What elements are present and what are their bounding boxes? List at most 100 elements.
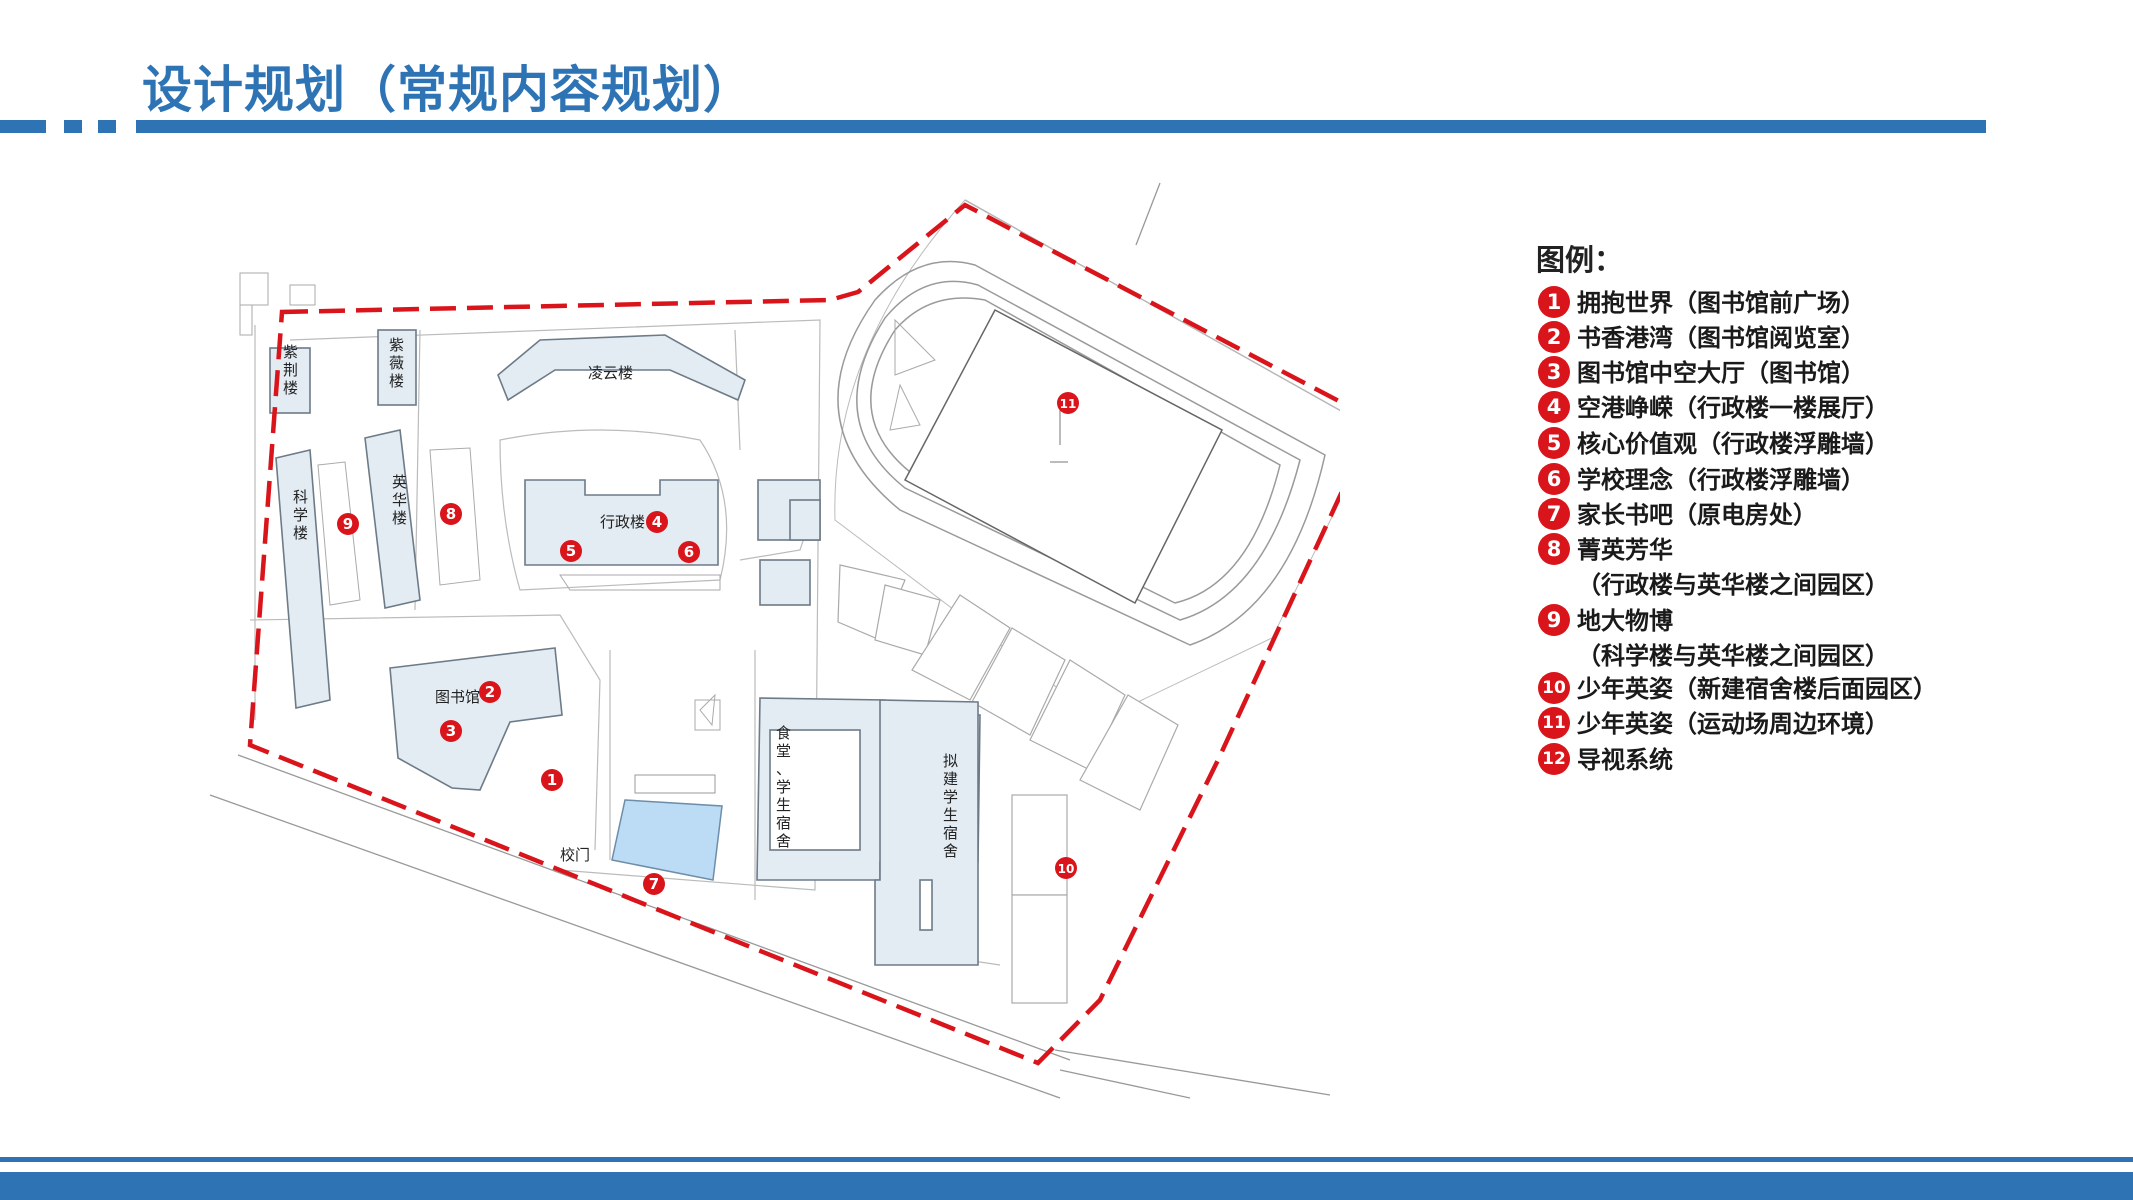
marker-1: 1 bbox=[541, 769, 563, 791]
running-track bbox=[834, 199, 1340, 721]
marker-6: 6 bbox=[678, 541, 700, 563]
svg-text:英华楼: 英华楼 bbox=[392, 473, 407, 527]
label-xingzheng: 行政楼 bbox=[600, 513, 645, 531]
legend-item-label: 图书馆中空大厅（图书馆） bbox=[1577, 359, 1865, 387]
legend-number-badge: 8 bbox=[1538, 533, 1570, 565]
legend-item-9: 9 地大物博 （科学楼与英华楼之间园区） bbox=[1538, 604, 1889, 674]
svg-text:紫荆楼: 紫荆楼 bbox=[283, 343, 298, 397]
legend-item-11: 11 少年英姿（运动场周边环境） bbox=[1538, 707, 1889, 742]
label-yinghua: 英华楼 bbox=[392, 473, 407, 527]
svg-text:8: 8 bbox=[446, 505, 456, 523]
svg-text:5: 5 bbox=[566, 542, 576, 560]
legend-number-badge: 3 bbox=[1538, 356, 1570, 388]
legend-title: 图例： bbox=[1536, 243, 1624, 277]
legend-item-label: 少年英姿（运动场周边环境） bbox=[1577, 710, 1889, 738]
lingyun-building bbox=[497, 334, 746, 402]
marker-5: 5 bbox=[560, 540, 582, 562]
water-pond bbox=[611, 799, 723, 881]
svg-text:9: 9 bbox=[343, 515, 353, 533]
nijian-building bbox=[874, 699, 979, 966]
legend-number-badge: 7 bbox=[1538, 498, 1570, 530]
marker-4: 4 bbox=[646, 511, 668, 533]
legend-panel: 图例： 1 拥抱世界（图书馆前广场） 2 书香港湾（图书馆阅览室） 3 图书馆中… bbox=[1518, 195, 2018, 825]
marker-9: 9 bbox=[337, 513, 359, 535]
legend-item-10: 10 少年英姿（新建宿舍楼后面园区） bbox=[1538, 672, 1937, 707]
legend-item-label: 少年英姿（新建宿舍楼后面园区） bbox=[1577, 675, 1937, 703]
legend-item-sublabel: （行政楼与英华楼之间园区） bbox=[1577, 571, 1889, 599]
kexue-building bbox=[275, 449, 331, 709]
legend-item-6: 6 学校理念（行政楼浮雕墙） bbox=[1538, 463, 1865, 498]
legend-item-7: 7 家长书吧（原电房处） bbox=[1538, 498, 1817, 533]
legend-number-badge: 11 bbox=[1538, 707, 1570, 739]
marker-3: 3 bbox=[440, 720, 462, 742]
label-kexue: 科学楼 bbox=[293, 488, 308, 542]
title-rule-segment bbox=[0, 120, 46, 133]
legend-number-badge: 6 bbox=[1538, 463, 1570, 495]
page-title: 设计规划（常规内容规划） bbox=[142, 61, 754, 119]
label-shitang: 食堂、学生宿舍 bbox=[776, 724, 791, 850]
label-zijing: 紫荆楼 bbox=[283, 343, 298, 397]
footer-rule-thin bbox=[0, 1157, 2133, 1162]
legend-number-badge: 12 bbox=[1538, 743, 1570, 775]
yinghua-building bbox=[364, 429, 421, 609]
building-labels: 紫荆楼 紫薇楼 凌云楼 科学楼 英华楼 行政楼 图书馆 食堂、学生宿舍 拟建学生… bbox=[283, 336, 958, 864]
legend-item-5: 5 核心价值观（行政楼浮雕墙） bbox=[1538, 427, 1889, 462]
campus-site-plan: 紫荆楼 紫薇楼 凌云楼 科学楼 英华楼 行政楼 图书馆 食堂、学生宿舍 拟建学生… bbox=[190, 150, 1340, 1100]
label-nijian: 拟建学生宿舍 bbox=[943, 752, 958, 860]
map-markers: 1 2 3 4 5 6 7 8 9 10 11 bbox=[337, 392, 1079, 895]
legend-item-label: 导视系统 bbox=[1577, 746, 1673, 774]
footer-rule-thick bbox=[0, 1172, 2133, 1200]
legend-item-label: 拥抱世界（图书馆前广场） bbox=[1577, 289, 1865, 317]
legend-item-label: 核心价值观（行政楼浮雕墙） bbox=[1577, 430, 1889, 458]
svg-text:紫薇楼: 紫薇楼 bbox=[389, 336, 404, 390]
svg-text:10: 10 bbox=[1058, 862, 1075, 876]
legend-item-4: 4 空港峥嵘（行政楼一楼展厅） bbox=[1538, 391, 1889, 426]
legend-item-12: 12 导视系统 bbox=[1538, 743, 1673, 778]
ziwei-building bbox=[377, 329, 417, 406]
label-zijing-c1: 紫 bbox=[283, 343, 298, 361]
svg-text:食堂、学生宿舍: 食堂、学生宿舍 bbox=[776, 724, 791, 850]
label-ziwei: 紫薇楼 bbox=[389, 336, 404, 390]
svg-text:1: 1 bbox=[547, 771, 557, 789]
legend-item-3: 3 图书馆中空大厅（图书馆） bbox=[1538, 356, 1865, 391]
legend-number-badge: 5 bbox=[1538, 427, 1570, 459]
label-xiaomen: 校门 bbox=[560, 846, 590, 864]
title-rule-segment bbox=[64, 120, 82, 133]
legend-item-2: 2 书香港湾（图书馆阅览室） bbox=[1538, 321, 1865, 356]
svg-text:拟建学生宿舍: 拟建学生宿舍 bbox=[943, 752, 958, 860]
tushuguan-building bbox=[389, 647, 563, 791]
title-rule-segment bbox=[98, 120, 116, 133]
legend-number-badge: 9 bbox=[1538, 604, 1570, 636]
football-field bbox=[903, 308, 1224, 605]
marker-10: 10 bbox=[1055, 857, 1077, 879]
svg-text:3: 3 bbox=[446, 722, 456, 740]
legend-item-label: 书香港湾（图书馆阅览室） bbox=[1577, 324, 1865, 352]
legend-item-label: 家长书吧（原电房处） bbox=[1577, 501, 1817, 529]
marker-8: 8 bbox=[440, 503, 462, 525]
legend-number-badge: 4 bbox=[1538, 391, 1570, 423]
legend-item-label: 空港峥嵘（行政楼一楼展厅） bbox=[1577, 394, 1889, 422]
svg-text:2: 2 bbox=[485, 683, 495, 701]
svg-text:6: 6 bbox=[684, 543, 694, 561]
legend-number-badge: 1 bbox=[1538, 286, 1570, 318]
legend-item-label: 菁英芳华 bbox=[1577, 536, 1673, 564]
svg-text:7: 7 bbox=[649, 875, 659, 893]
courts bbox=[837, 564, 1179, 1004]
label-tushuguan: 图书馆 bbox=[435, 688, 480, 706]
marker-11: 11 bbox=[1057, 392, 1079, 414]
legend-number-badge: 10 bbox=[1538, 672, 1570, 704]
marker-2: 2 bbox=[479, 681, 501, 703]
legend-item-1: 1 拥抱世界（图书馆前广场） bbox=[1538, 286, 1865, 321]
legend-number-badge: 2 bbox=[1538, 321, 1570, 353]
legend-item-label: 地大物博 bbox=[1577, 607, 1673, 635]
svg-text:11: 11 bbox=[1060, 397, 1077, 411]
svg-text:4: 4 bbox=[652, 513, 662, 531]
legend-item-label: 学校理念（行政楼浮雕墙） bbox=[1577, 466, 1865, 494]
legend-item-sublabel: （科学楼与英华楼之间园区） bbox=[1577, 642, 1889, 670]
svg-text:科学楼: 科学楼 bbox=[293, 488, 308, 542]
label-lingyun: 凌云楼 bbox=[588, 364, 633, 382]
legend-item-8: 8 菁英芳华 （行政楼与英华楼之间园区） bbox=[1538, 533, 1889, 603]
title-rule-segment bbox=[136, 120, 1986, 133]
site-boundary bbox=[247, 202, 1340, 1066]
marker-7: 7 bbox=[643, 873, 665, 895]
